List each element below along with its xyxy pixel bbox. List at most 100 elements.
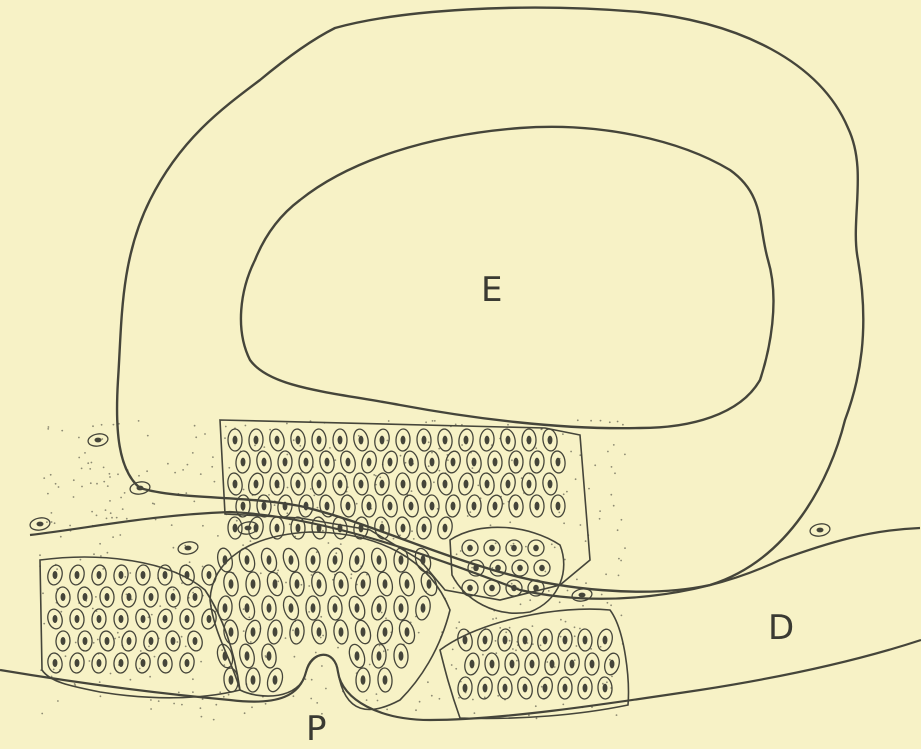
stipple-dot bbox=[346, 491, 348, 493]
stipple-dot bbox=[93, 642, 95, 644]
cell-nucleus bbox=[251, 579, 256, 589]
stipple-dot bbox=[311, 679, 313, 681]
stipple-dot bbox=[491, 444, 493, 446]
cell-nucleus bbox=[506, 480, 511, 489]
cell-nucleus bbox=[361, 627, 366, 637]
stipple-dot bbox=[388, 420, 390, 422]
cell-nucleus bbox=[511, 545, 517, 551]
stipple-dot bbox=[428, 441, 430, 443]
stipple-dot bbox=[80, 559, 82, 561]
stipple-dot bbox=[95, 596, 97, 598]
stipple-dot bbox=[334, 459, 336, 461]
stipple-dot bbox=[127, 473, 129, 475]
stipple-dot bbox=[393, 538, 395, 540]
stipple-dot bbox=[70, 530, 72, 532]
stipple-dot bbox=[329, 447, 331, 449]
stipple-dot bbox=[559, 458, 561, 460]
stipple-dot bbox=[269, 429, 271, 431]
stipple-dot bbox=[579, 628, 581, 630]
stipple-dot bbox=[383, 650, 385, 652]
stipple-dot bbox=[544, 571, 546, 573]
stipple-dot bbox=[594, 464, 596, 466]
cell-nucleus bbox=[141, 615, 146, 623]
stipple-dot bbox=[617, 529, 619, 531]
stipple-dot bbox=[477, 485, 479, 487]
stipple-dot bbox=[455, 424, 457, 426]
cell-nucleus bbox=[171, 593, 176, 601]
stipple-dot bbox=[610, 604, 612, 606]
stipple-dot bbox=[577, 419, 579, 421]
stipple-dot bbox=[51, 676, 53, 678]
cell-nucleus bbox=[467, 585, 473, 591]
cell-nucleus bbox=[388, 458, 393, 467]
stipple-dot bbox=[101, 438, 103, 440]
stipple-dot bbox=[532, 643, 534, 645]
stipple-dot bbox=[225, 514, 227, 516]
stipple-dot bbox=[195, 436, 197, 438]
cell-nucleus bbox=[361, 675, 366, 685]
stipple-dot bbox=[460, 550, 462, 552]
stipple-dot bbox=[529, 473, 531, 475]
stipple-dot bbox=[185, 564, 187, 566]
stipple-dot bbox=[511, 583, 513, 585]
cell-nucleus bbox=[367, 458, 372, 467]
stipple-dot bbox=[367, 589, 369, 591]
stipple-dot bbox=[523, 492, 525, 494]
stipple-dot bbox=[447, 454, 449, 456]
cell-nucleus bbox=[105, 593, 110, 601]
stipple-dot bbox=[375, 475, 377, 477]
cell-nucleus bbox=[380, 436, 385, 445]
stipple-dot bbox=[139, 668, 141, 670]
stipple-dot bbox=[591, 706, 593, 708]
stipple-dot bbox=[328, 542, 330, 544]
stipple-dot bbox=[341, 498, 343, 500]
stipple-dot bbox=[576, 579, 578, 581]
stipple-dot bbox=[243, 608, 245, 610]
stipple-dot bbox=[148, 646, 150, 648]
stipple-dot bbox=[285, 582, 287, 584]
stipple-dot bbox=[535, 705, 537, 707]
stipple-dot bbox=[98, 653, 100, 655]
stipple-dot bbox=[484, 628, 486, 630]
stipple-dot bbox=[499, 438, 501, 440]
stipple-dot bbox=[560, 636, 562, 638]
stipple-dot bbox=[322, 530, 324, 532]
stipple-dot bbox=[381, 521, 383, 523]
stipple-dot bbox=[554, 666, 556, 668]
cell-nucleus bbox=[399, 651, 404, 661]
stipple-dot bbox=[310, 420, 312, 422]
stipple-dot bbox=[324, 512, 326, 514]
stipple-dot bbox=[244, 712, 246, 714]
stipple-dot bbox=[61, 430, 63, 432]
cell-nucleus bbox=[503, 684, 508, 693]
cell-nucleus bbox=[570, 660, 575, 669]
stipple-dot bbox=[532, 625, 534, 627]
stipple-dot bbox=[492, 567, 494, 569]
cell-nucleus bbox=[543, 684, 548, 693]
stipple-dot bbox=[406, 496, 408, 498]
stipple-dot bbox=[102, 568, 104, 570]
stipple-dot bbox=[93, 553, 95, 555]
stipple-dot bbox=[274, 504, 276, 506]
stipple-dot bbox=[41, 713, 43, 715]
cell-nucleus bbox=[470, 660, 475, 669]
stipple-dot bbox=[138, 420, 140, 422]
stipple-dot bbox=[610, 687, 612, 689]
stipple-dot bbox=[497, 695, 499, 697]
stipple-dot bbox=[529, 599, 531, 601]
stipple-dot bbox=[624, 547, 626, 549]
cell-nucleus bbox=[359, 480, 364, 489]
stipple-dot bbox=[431, 452, 433, 454]
cell-nucleus bbox=[443, 436, 448, 445]
stipple-dot bbox=[375, 484, 377, 486]
cell-nucleus bbox=[503, 636, 508, 645]
cell-nucleus bbox=[241, 502, 246, 511]
stipple-dot bbox=[379, 645, 381, 647]
stipple-dot bbox=[334, 574, 336, 576]
cell-nucleus bbox=[283, 458, 288, 467]
stipple-dot bbox=[78, 457, 80, 459]
stipple-dot bbox=[202, 566, 204, 568]
stipple-dot bbox=[322, 635, 324, 637]
stipple-dot bbox=[579, 454, 581, 456]
stipple-dot bbox=[250, 641, 252, 643]
